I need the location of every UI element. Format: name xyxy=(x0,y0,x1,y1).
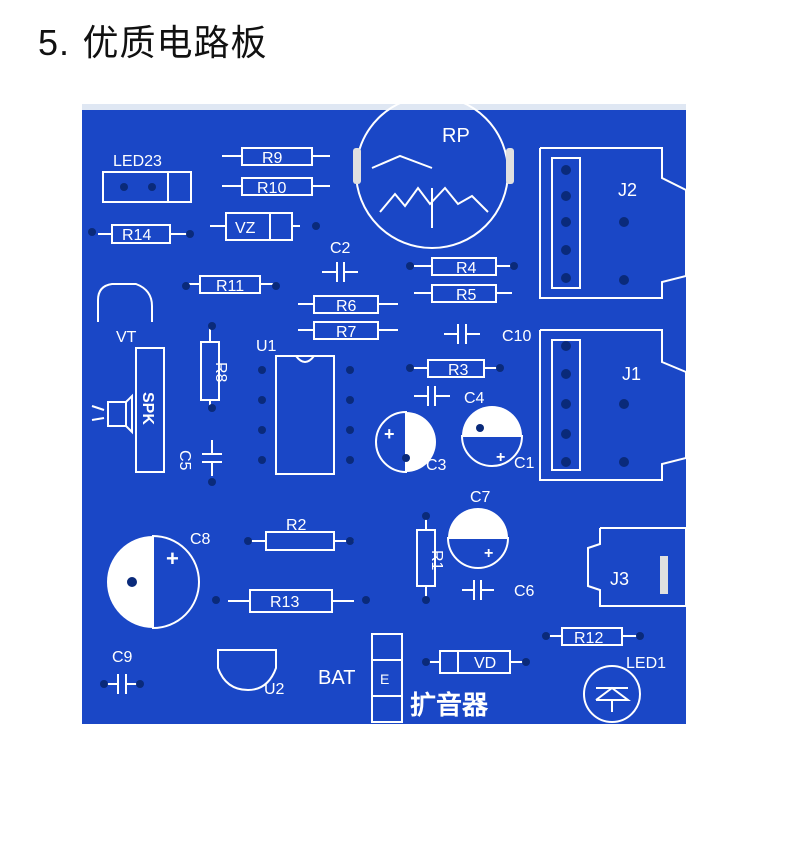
label-c9: C9 xyxy=(112,649,133,666)
label-r6: R6 xyxy=(336,298,357,315)
label-led1: LED1 xyxy=(626,655,666,672)
label-r8: R8 xyxy=(212,362,229,383)
label-bat: BAT xyxy=(318,667,355,689)
capacitor-c5 xyxy=(202,440,222,476)
resistor-r4: R4 xyxy=(414,257,512,277)
label-j2: J2 xyxy=(618,180,637,200)
resistor-r10: R10 xyxy=(222,177,330,197)
speaker-spk: SPK xyxy=(91,347,165,473)
transistor-vt: VT xyxy=(97,283,153,346)
connector-j2: J2 xyxy=(539,147,687,299)
label-r12: R12 xyxy=(574,630,603,647)
led23-outline xyxy=(102,171,192,203)
capacitor-c3: + xyxy=(374,410,436,474)
pcb-board xyxy=(82,108,686,724)
label-r14: R14 xyxy=(122,227,151,244)
connector-j3: J3 xyxy=(587,527,687,607)
svg-text:+: + xyxy=(166,546,179,571)
label-r10: R10 xyxy=(257,180,286,197)
label-c6: C6 xyxy=(514,583,535,600)
resistor-r12: R12 xyxy=(546,627,640,647)
capacitor-c8: + xyxy=(107,534,200,630)
label-u2: U2 xyxy=(264,681,285,698)
capacitor-c6 xyxy=(462,580,494,600)
heading-title: 优质电路板 xyxy=(82,23,268,64)
label-vd: VD xyxy=(474,655,496,672)
label-c2: C2 xyxy=(330,240,351,257)
label-spk: SPK xyxy=(139,392,156,425)
capacitor-c7: + xyxy=(446,508,510,569)
capacitor-c10 xyxy=(444,324,480,344)
label-vt: VT xyxy=(116,329,137,346)
resistor-r14: R14 xyxy=(98,224,188,244)
label-led23: LED23 xyxy=(113,153,162,170)
label-c10: C10 xyxy=(502,328,531,345)
resistor-r7: R7 xyxy=(298,321,398,341)
label-j3: J3 xyxy=(610,569,629,589)
resistor-r9: R9 xyxy=(222,147,330,167)
capacitor-c2 xyxy=(322,262,358,282)
resistor-r8: R8 xyxy=(200,324,229,410)
board-title-cn: 扩音器 xyxy=(410,690,489,721)
board-top-edge xyxy=(82,104,686,110)
label-r1: R1 xyxy=(428,550,445,571)
capacitor-c1: + xyxy=(460,406,524,467)
connector-j1: J1 xyxy=(539,329,687,481)
label-vz: VZ xyxy=(235,220,256,237)
label-r7: R7 xyxy=(336,324,357,341)
label-c8: C8 xyxy=(190,531,211,548)
resistor-r2: R2 xyxy=(246,517,354,551)
svg-text:+: + xyxy=(484,545,493,562)
regulator-u2: U2 xyxy=(217,649,285,698)
potentiometer-rp: RP xyxy=(353,95,514,249)
resistor-r3: R3 xyxy=(410,359,500,379)
resistor-r13: R13 xyxy=(228,589,354,613)
label-c4: C4 xyxy=(464,390,485,407)
resistor-r6: R6 xyxy=(298,295,398,315)
label-c5: C5 xyxy=(176,450,193,471)
label-r13: R13 xyxy=(270,594,299,611)
label-c7: C7 xyxy=(470,489,491,506)
label-rp: RP xyxy=(442,125,470,147)
svg-text:+: + xyxy=(496,449,505,466)
via-holes xyxy=(88,222,644,688)
label-r11: R11 xyxy=(216,278,244,295)
svg-text:+: + xyxy=(384,424,395,444)
label-r3: R3 xyxy=(448,362,469,379)
resistor-r11: R11 xyxy=(184,275,278,295)
led-led1 xyxy=(583,665,641,723)
heading-number: 5. xyxy=(38,22,71,63)
label-c3: C3 xyxy=(426,457,447,474)
label-r9: R9 xyxy=(262,150,283,167)
diode-vd: VD xyxy=(426,650,528,674)
ic-u1 xyxy=(258,355,354,475)
svg-text:E: E xyxy=(380,671,389,687)
label-r2: R2 xyxy=(286,517,307,534)
resistor-r1: R1 xyxy=(416,516,445,600)
diode-vz: VZ xyxy=(210,212,300,241)
label-r4: R4 xyxy=(456,260,477,277)
label-u1: U1 xyxy=(256,338,277,355)
battery-connector: E xyxy=(371,633,403,723)
page-heading: 5. 优质电路板 xyxy=(38,14,268,66)
resistor-r5: R5 xyxy=(414,284,512,304)
label-j1: J1 xyxy=(622,364,641,384)
capacitor-c4 xyxy=(414,386,450,406)
label-r5: R5 xyxy=(456,287,477,304)
label-c1: C1 xyxy=(514,455,535,472)
